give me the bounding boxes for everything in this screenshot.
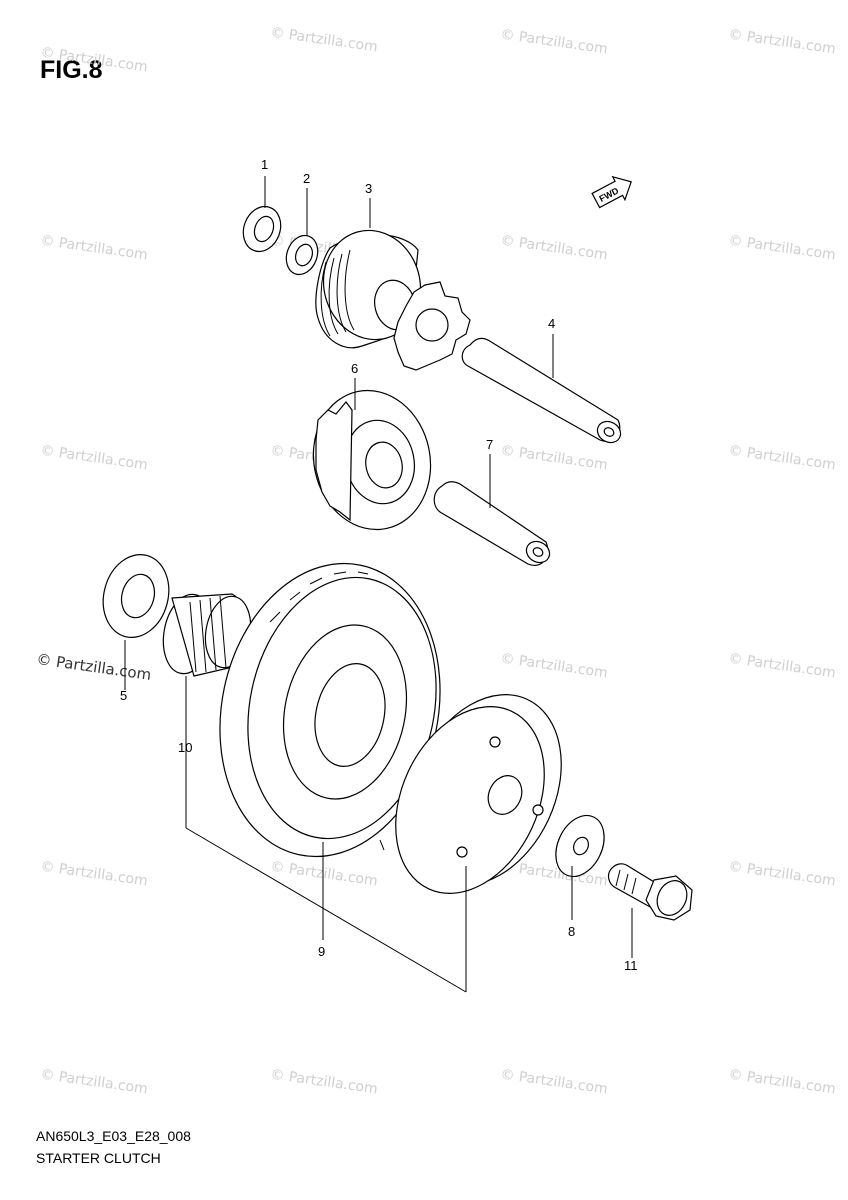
fwd-arrow-icon: FWD: [591, 175, 632, 209]
callout-6: 7: [486, 437, 493, 452]
part-7-shaft: [433, 481, 551, 566]
part-5-washer: [102, 553, 170, 639]
part-8-washer: [555, 814, 605, 878]
leader-lines: [124, 176, 633, 993]
part-2-washer: [242, 205, 282, 253]
callout-10: 8: [568, 924, 575, 939]
callout-3: 3: [365, 181, 372, 196]
part-10-bearing: [162, 593, 252, 677]
part-3-shim: [285, 234, 319, 276]
part-11-bolt: [607, 863, 693, 921]
callout-4: 4: [548, 316, 555, 331]
callout-8: 10: [178, 740, 192, 755]
part-1-idle-gear: [315, 229, 471, 371]
callout-1: 1: [261, 157, 268, 172]
callout-5: 6: [351, 361, 358, 376]
callout-11: 11: [624, 958, 638, 973]
figure-title: FIG.8: [40, 56, 103, 84]
part-clutch-body: [395, 694, 562, 894]
part-6-gear: [312, 389, 432, 531]
figure-name: STARTER CLUTCH: [36, 1150, 161, 1166]
part-9-driven-gear: [219, 562, 441, 858]
callout-9: 9: [318, 944, 325, 959]
part-4-shaft: [461, 337, 622, 444]
figure-code: AN650L3_E03_E28_008: [36, 1128, 191, 1144]
callout-2: 2: [303, 171, 310, 186]
callout-7: 5: [120, 688, 127, 703]
